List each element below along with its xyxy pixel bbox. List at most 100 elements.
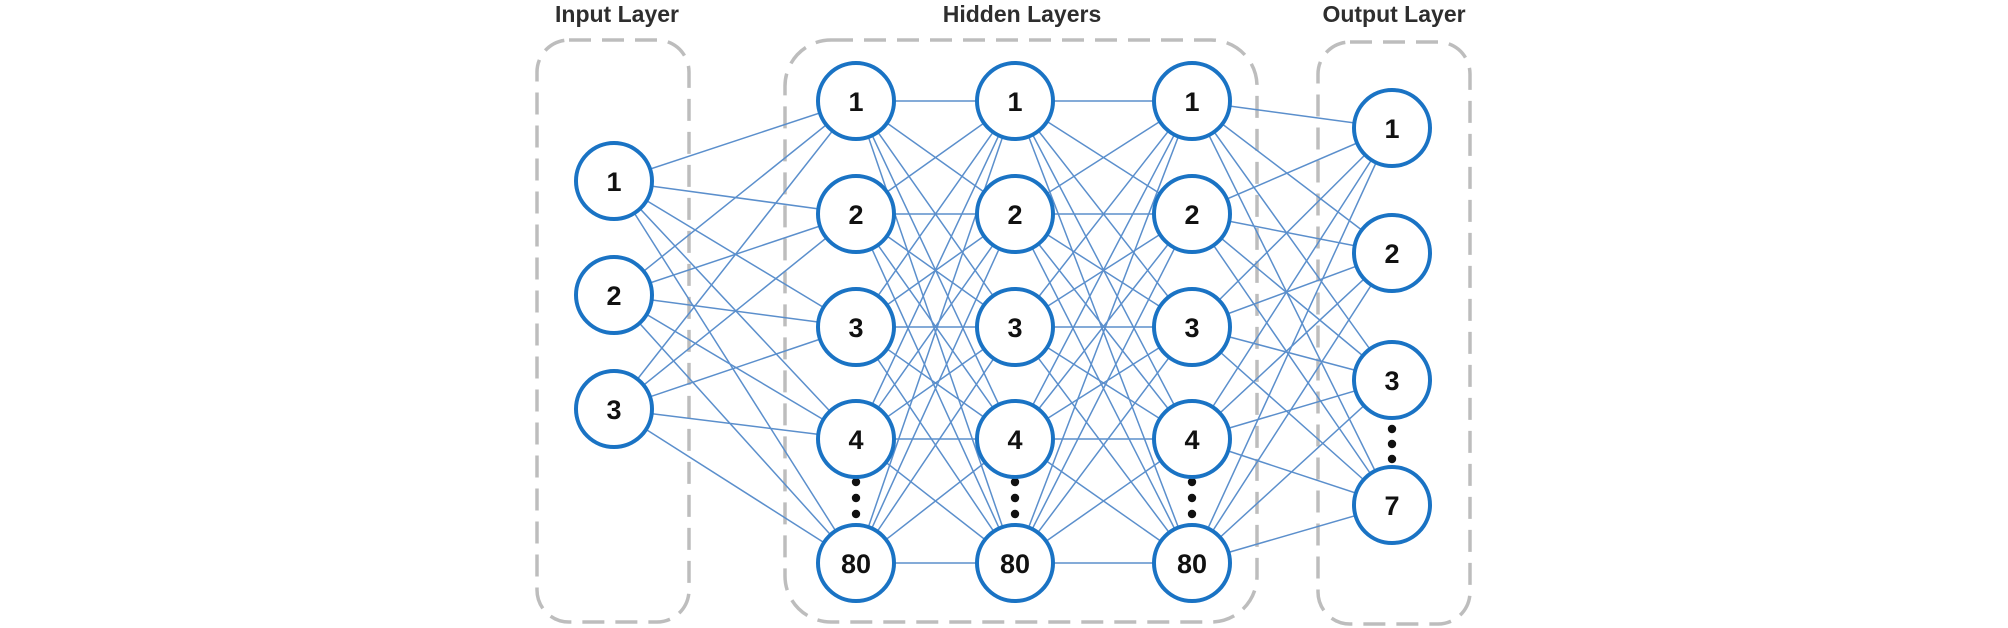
- input-layer-title: Input Layer: [555, 1, 679, 27]
- node-circle: [975, 174, 1055, 254]
- node-label: 2: [606, 281, 621, 311]
- node-label: 1: [1007, 87, 1022, 117]
- connection-hidden3-1-to-output-4: [1191, 100, 1393, 506]
- node-circle: [816, 287, 896, 367]
- node-label: 2: [848, 200, 863, 230]
- node-label: 1: [848, 87, 863, 117]
- ellipsis-markers: [851, 424, 1397, 519]
- ellipsis-dot-hidden2-1: [1010, 477, 1020, 487]
- connection-input-3-to-hidden1-2: [613, 213, 857, 410]
- ellipsis-dot-hidden3-1: [1187, 477, 1197, 487]
- node-circle: [816, 174, 896, 254]
- connection-hidden2-5-to-hidden3-2: [1014, 213, 1193, 564]
- node-circle: [975, 523, 1055, 603]
- connection-input-1-to-hidden1-4: [613, 180, 857, 440]
- node-circle: [1352, 88, 1432, 168]
- connection-hidden1-4-to-hidden2-2: [855, 213, 1016, 440]
- layer-groups: Input Layer Hidden Layers Output Layer: [535, 1, 1472, 626]
- node-circle: [1352, 213, 1432, 293]
- ellipsis-dot-hidden1-3: [851, 509, 861, 519]
- node-hidden3-4: 4: [1152, 399, 1232, 479]
- connection-hidden3-3-to-output-1: [1191, 127, 1393, 328]
- connection-hidden1-4-to-hidden2-1: [855, 100, 1016, 440]
- node-label: 3: [848, 313, 863, 343]
- node-label: 3: [1007, 313, 1022, 343]
- connection-hidden3-3-to-output-4: [1191, 326, 1393, 506]
- ellipsis-dot-hidden2-3: [1010, 509, 1020, 519]
- node-circle: [1152, 523, 1232, 603]
- connection-hidden2-4-to-hidden3-2: [1014, 213, 1193, 440]
- node-circle: [1152, 174, 1232, 254]
- node-circle: [975, 287, 1055, 367]
- ellipsis-dot-hidden3-2: [1187, 493, 1197, 503]
- node-circle: [1352, 465, 1432, 545]
- input-layer-box: [535, 38, 691, 624]
- connection-hidden3-4-to-output-1: [1191, 127, 1393, 440]
- node-label: 2: [1184, 200, 1199, 230]
- node-label: 2: [1384, 239, 1399, 269]
- ellipsis-dot-output-3: [1387, 454, 1397, 464]
- connection-input-3-to-hidden1-3: [613, 326, 857, 410]
- node-input-2: 2: [574, 255, 654, 335]
- ellipsis-dot-hidden1-2: [851, 493, 861, 503]
- node-circle: [1152, 61, 1232, 141]
- connection-input-1-to-hidden1-5: [613, 180, 857, 564]
- connection-hidden2-5-to-hidden3-3: [1014, 326, 1193, 564]
- connection-hidden1-5-to-hidden2-3: [855, 326, 1016, 564]
- node-circle: [1152, 287, 1232, 367]
- node-label: 4: [848, 425, 863, 455]
- node-label: 80: [841, 549, 871, 579]
- node-label: 3: [606, 395, 621, 425]
- node-label: 80: [1000, 549, 1030, 579]
- node-label: 1: [1184, 87, 1199, 117]
- node-label: 2: [1007, 200, 1022, 230]
- node-hidden1-5: 80: [816, 523, 896, 603]
- node-input-1: 1: [574, 141, 654, 221]
- connection-input-3-to-hidden1-1: [613, 100, 857, 410]
- node-hidden3-3: 3: [1152, 287, 1232, 367]
- node-label: 80: [1177, 549, 1207, 579]
- connection-hidden1-5-to-hidden2-1: [855, 100, 1016, 564]
- ellipsis-dot-output-1: [1387, 424, 1397, 434]
- connection-input-3-to-hidden1-5: [613, 408, 857, 564]
- node-circle: [1352, 340, 1432, 420]
- node-hidden2-3: 3: [975, 287, 1055, 367]
- node-label: 1: [606, 167, 621, 197]
- connection-hidden3-1-to-output-2: [1191, 100, 1393, 254]
- node-label: 1: [1384, 114, 1399, 144]
- node-output-3: 3: [1352, 340, 1432, 420]
- node-circle: [975, 61, 1055, 141]
- connection-input-3-to-hidden1-4: [613, 408, 857, 440]
- connection-input-2-to-hidden1-1: [613, 100, 857, 296]
- node-circle: [574, 369, 654, 449]
- node-hidden3-1: 1: [1152, 61, 1232, 141]
- ellipsis-dot-hidden2-2: [1010, 493, 1020, 503]
- node-hidden2-5: 80: [975, 523, 1055, 603]
- node-circle: [574, 255, 654, 335]
- connection-hidden3-5-to-output-1: [1191, 127, 1393, 564]
- connection-input-2-to-hidden1-4: [613, 294, 857, 440]
- connection-hidden2-5-to-hidden3-1: [1014, 100, 1193, 564]
- connection-hidden3-5-to-output-2: [1191, 252, 1393, 564]
- node-label: 4: [1007, 425, 1022, 455]
- node-circle: [975, 399, 1055, 479]
- node-input-3: 3: [574, 369, 654, 449]
- connection-hidden2-3-to-hidden3-1: [1014, 100, 1193, 328]
- node-hidden1-4: 4: [816, 399, 896, 479]
- node-hidden3-2: 2: [1152, 174, 1232, 254]
- node-hidden1-1: 1: [816, 61, 896, 141]
- hidden-layers-title: Hidden Layers: [943, 1, 1102, 27]
- hidden-layers-box: [783, 38, 1259, 624]
- node-hidden1-3: 3: [816, 287, 896, 367]
- node-hidden2-1: 1: [975, 61, 1055, 141]
- node-circle: [816, 399, 896, 479]
- node-circle: [816, 61, 896, 141]
- node-hidden2-4: 4: [975, 399, 1055, 479]
- node-label: 3: [1384, 366, 1399, 396]
- connection-hidden3-1-to-output-3: [1191, 100, 1393, 381]
- node-hidden3-5: 80: [1152, 523, 1232, 603]
- node-output-2: 2: [1352, 213, 1432, 293]
- node-circle: [816, 523, 896, 603]
